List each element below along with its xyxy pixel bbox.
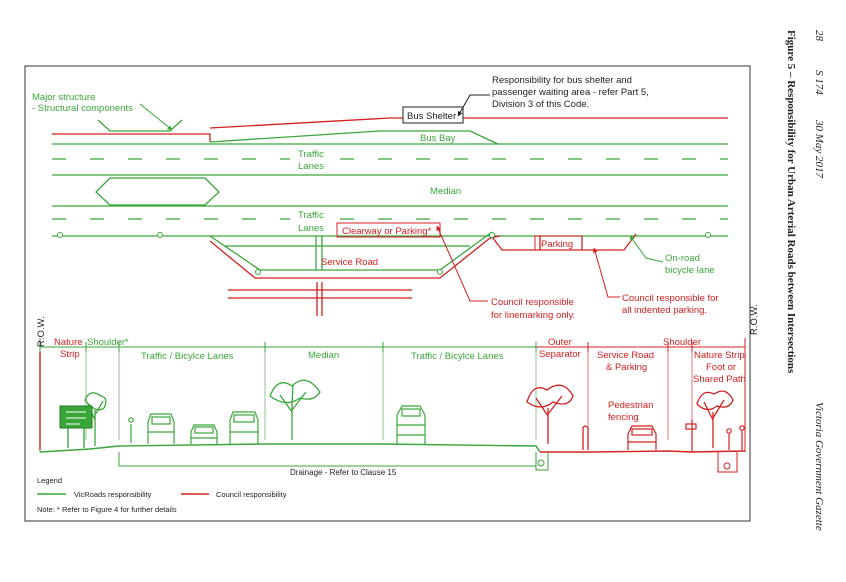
row-right-label: R.O.W. (749, 304, 760, 335)
bus-shelter-label: Bus Shelter (407, 111, 456, 122)
parked-car-icon (627, 425, 657, 450)
pedestrian-fencing-2: fencing (608, 412, 639, 423)
tree-icon (269, 379, 321, 440)
council-linemarking-2: for linemarking only. (491, 310, 575, 321)
car-icon (190, 424, 218, 444)
legend-council: Council responsibility (216, 490, 287, 499)
truck-icon (396, 405, 426, 444)
median-section-label: Median (308, 350, 339, 361)
council-indented-1: Council responsible for (622, 293, 719, 304)
publication-name: Victoria Government Gazette (813, 402, 825, 531)
council-indented-2: all indented parking. (622, 305, 707, 316)
clearway-label: Clearway or Parking* (342, 226, 432, 237)
sign-pole-icon (685, 420, 697, 452)
issue-number: S 174 (813, 70, 825, 95)
pedestrian-fence-icon (582, 425, 589, 450)
parking-label: Parking (541, 239, 573, 250)
major-structure-label-1: Major structure (32, 92, 95, 103)
outer-separator-2: Separator (539, 349, 581, 360)
legend-note: Note: * Refer to Figure 4 for further de… (37, 505, 177, 514)
traffic-lanes-top-2: Lanes (298, 161, 324, 172)
legend: Legend VicRoads responsibility Council r… (37, 476, 287, 514)
bus-shelter-note-3: Division 3 of this Code. (492, 99, 589, 110)
tree-icon (696, 390, 734, 448)
traffic-bicycle-right-label: Traffic / Bicylce Lanes (411, 351, 504, 362)
major-structure-label-2: - Structural components (32, 103, 133, 114)
nature-strip-right-3: Shared Path (693, 374, 746, 385)
car-icon (229, 411, 259, 444)
section-labels: R.O.W. R.O.W. Nature Strip Shoulder* Tra… (36, 304, 760, 477)
on-road-bicycle-label-1: On-road (665, 253, 700, 264)
traffic-lanes-bottom-2: Lanes (298, 223, 324, 234)
shoulder-right-label: Shoulder (663, 337, 701, 348)
tree-icon (84, 392, 107, 446)
service-road-parking-1: Service Road (597, 350, 654, 361)
legend-vicroads: VicRoads responsibility (74, 490, 152, 499)
cyclist-icon (128, 417, 134, 443)
road-profile (39, 352, 746, 473)
drainage-label: Drainage - Refer to Clause 15 (290, 468, 397, 477)
road-sign-icon (59, 405, 93, 448)
bus-bay-label: Bus Bay (420, 133, 456, 144)
pedestrian-fencing-1: Pedestrian (608, 400, 653, 411)
traffic-bicycle-left-label: Traffic / Bicylce Lanes (141, 351, 234, 362)
shoulder-left-label: Shoulder* (87, 337, 129, 348)
page-number: 28 (813, 30, 825, 42)
nature-strip-left-2: Strip (60, 349, 80, 360)
bus-shelter-box (402, 106, 464, 124)
council-linemarking-1: Council responsible (491, 297, 574, 308)
tree-icon (526, 384, 574, 444)
lane-markings (52, 158, 728, 220)
service-road-plan-label: Service Road (321, 257, 378, 268)
nature-strip-right-1: Nature Strip (694, 350, 745, 361)
issue-date: 30 May 2017 (813, 119, 825, 179)
plan-view (52, 117, 728, 316)
bus-shelter-note-2: passenger waiting area - refer Part 5, (492, 87, 649, 98)
nature-strip-left-1: Nature (54, 337, 83, 348)
car-icon (147, 413, 175, 444)
bus-shelter-note-1: Responsibility for bus shelter and (492, 75, 632, 86)
running-head: 28 S 174 30 May 2017 Figure 5 – Responsi… (785, 30, 825, 531)
outer-separator-1: Outer (548, 337, 572, 348)
plan-labels: Major structure - Structural components … (32, 75, 719, 321)
figure-frame (24, 65, 751, 522)
service-road-parking-2: & Parking (606, 362, 647, 373)
on-road-bicycle-label-2: bicycle lane (665, 265, 715, 276)
traffic-lanes-top-1: Traffic (298, 149, 324, 160)
row-left-label: R.O.W. (36, 316, 47, 347)
nature-strip-right-2: Foot or (706, 362, 736, 373)
pedestrian-icon (726, 425, 745, 450)
legend-title: Legend (37, 476, 62, 485)
traffic-lanes-bottom-1: Traffic (298, 210, 324, 221)
figure-title: Figure 5 – Responsibility for Urban Arte… (785, 30, 797, 374)
median-plan-label: Median (430, 186, 461, 197)
